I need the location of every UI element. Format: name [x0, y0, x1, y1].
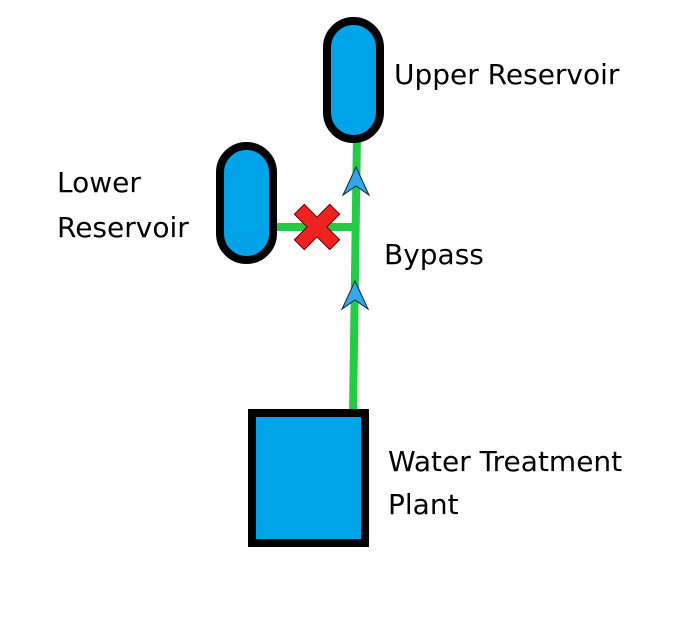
bypass-label: Bypass [384, 238, 484, 271]
up-arrow-icon [341, 165, 371, 197]
up-arrow-icon [340, 279, 370, 311]
lower-reservoir-label-line1: Lower [57, 166, 141, 199]
upper-reservoir-label: Upper Reservoir [394, 58, 620, 91]
x-mark-icon [293, 203, 341, 251]
plant-label-line1: Water Treatment [388, 445, 622, 478]
plant-label-line2: Plant [388, 488, 459, 521]
upper-reservoir-tank [323, 17, 384, 143]
water-treatment-plant [248, 409, 369, 547]
lower-reservoir-tank [216, 142, 277, 264]
lower-reservoir-label-line2: Reservoir [57, 211, 189, 244]
